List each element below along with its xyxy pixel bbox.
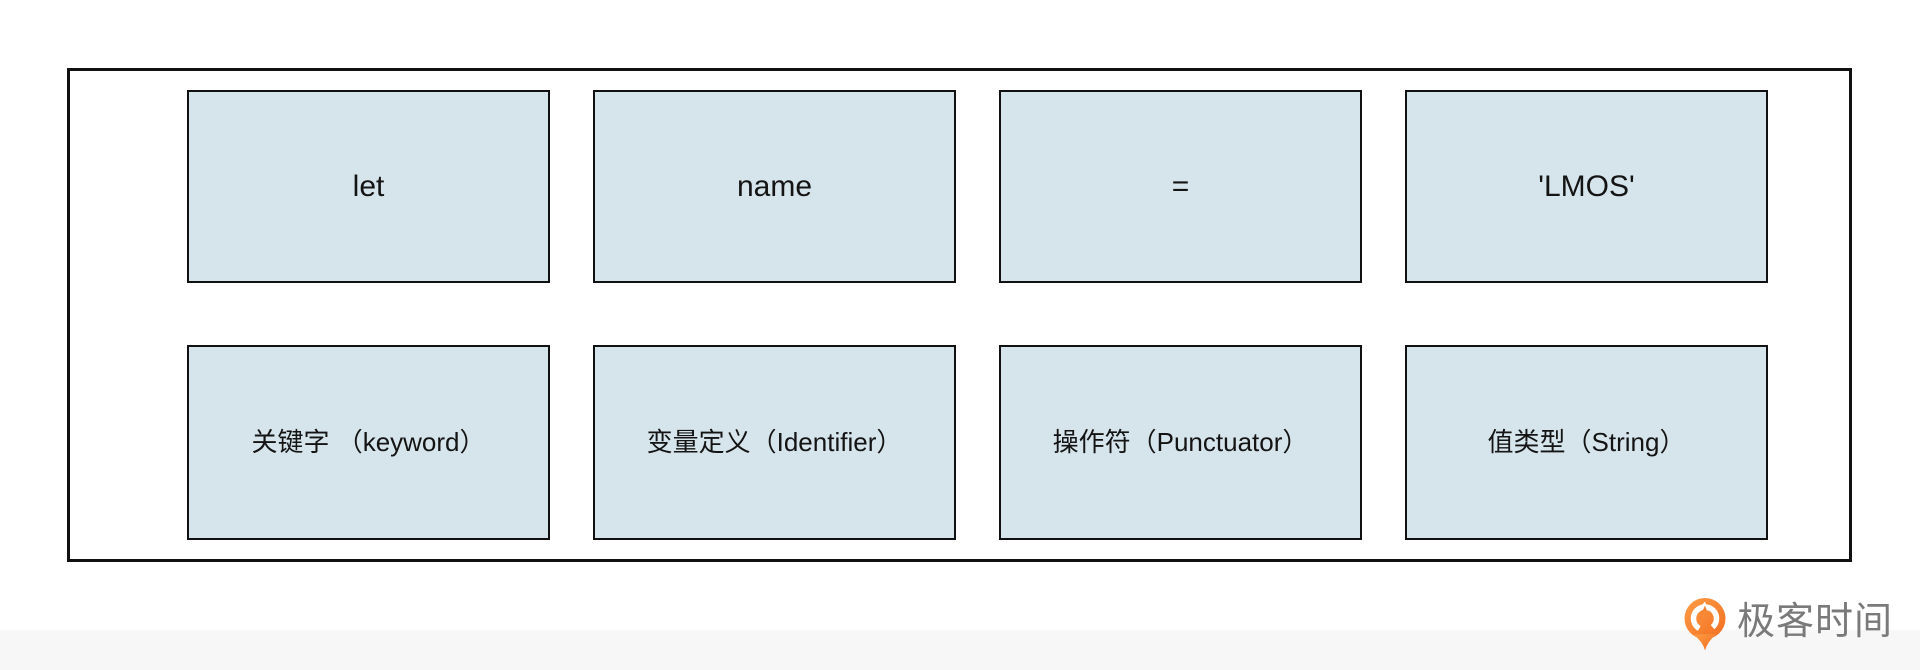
type-punctuator-box: 操作符（Punctuator） xyxy=(999,345,1362,540)
token-let-box: let xyxy=(187,90,550,283)
token-string-value-box: 'LMOS' xyxy=(1405,90,1768,283)
token-grid: let name = 'LMOS' 关键字 （keyword） 变量定义（Ide… xyxy=(187,90,1768,540)
type-keyword-label: 关键字 （keyword） xyxy=(251,426,486,457)
token-let-label: let xyxy=(352,169,385,203)
geektime-logo-text: 极客时间 xyxy=(1737,600,1894,643)
geektime-logo: 极客时间 xyxy=(1682,597,1893,652)
type-string-label: 值类型（String） xyxy=(1487,426,1686,457)
geektime-pin-icon xyxy=(1684,598,1726,651)
diagram-frame: let name = 'LMOS' 关键字 （keyword） 变量定义（Ide… xyxy=(67,68,1852,562)
type-string-box: 值类型（String） xyxy=(1405,345,1768,540)
token-equals-label: = xyxy=(1171,169,1190,203)
type-punctuator-label: 操作符（Punctuator） xyxy=(1052,426,1309,457)
token-string-value-label: 'LMOS' xyxy=(1538,169,1635,203)
token-equals-box: = xyxy=(999,90,1362,283)
type-keyword-box: 关键字 （keyword） xyxy=(187,345,550,540)
type-identifier-box: 变量定义（Identifier） xyxy=(593,345,956,540)
footer-strip xyxy=(0,630,1920,670)
token-name-box: name xyxy=(593,90,956,283)
token-name-label: name xyxy=(736,169,813,203)
type-identifier-label: 变量定义（Identifier） xyxy=(646,426,903,457)
